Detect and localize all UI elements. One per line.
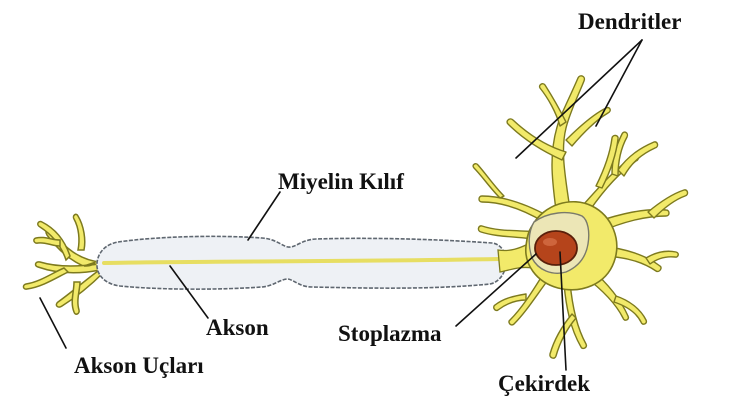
leader-dendrites-2	[596, 40, 642, 126]
nucleolus-highlight	[543, 238, 557, 246]
label-cytoplasm: Stoplazma	[338, 322, 442, 345]
label-axon-terminals: Akson Uçları	[74, 354, 204, 377]
nucleus	[535, 231, 577, 265]
label-axon: Akson	[206, 316, 269, 339]
leader-myelin	[248, 192, 280, 240]
label-myelin-sheath: Miyelin Kılıf	[278, 170, 404, 193]
axon-terminals	[23, 214, 104, 314]
label-dendrites: Dendritler	[578, 10, 681, 33]
label-nucleus: Çekirdek	[498, 372, 590, 395]
